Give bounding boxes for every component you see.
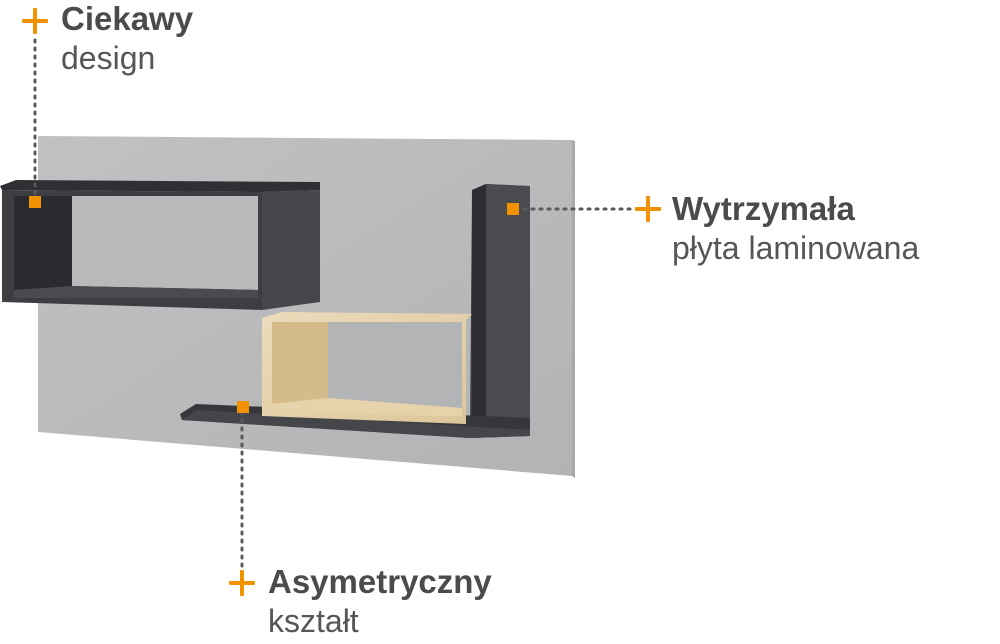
- feature-shape-subtitle: kształt: [268, 603, 359, 639]
- feature-shape: Asymetryczny kształt: [268, 563, 492, 641]
- feature-laminate-subtitle: płyta laminowana: [672, 230, 920, 266]
- l-shaped-shelf: [180, 184, 530, 438]
- marker-laminate: [507, 203, 519, 215]
- marker-shape: [237, 401, 249, 413]
- plus-icon: [22, 8, 48, 34]
- connector-lines: [33, 38, 634, 572]
- plus-icon: [635, 196, 661, 222]
- feature-laminate: Wytrzymała płyta laminowana: [672, 190, 919, 268]
- plus-icon: [229, 570, 255, 596]
- marker-design: [29, 196, 41, 208]
- feature-shape-title: Asymetryczny: [268, 563, 492, 600]
- upper-left-shelf: [0, 180, 320, 310]
- feature-design: Ciekawy design: [61, 0, 193, 78]
- feature-design-title: Ciekawy: [61, 0, 194, 37]
- wooden-cubby: [262, 312, 472, 424]
- wall-panel-edge: [572, 140, 575, 478]
- feature-laminate-title: Wytrzymała: [672, 190, 855, 227]
- feature-design-subtitle: design: [61, 40, 156, 76]
